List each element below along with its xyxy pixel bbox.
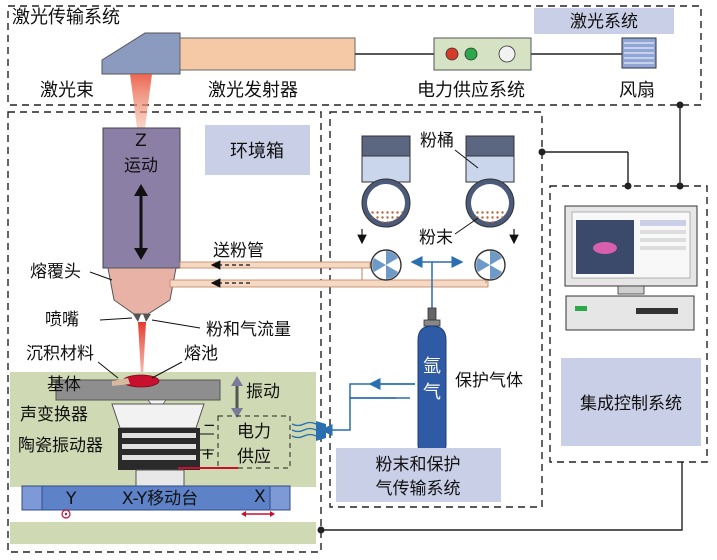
acoustic-transducer [111, 403, 205, 429]
junction-dot [676, 182, 684, 190]
fan-label: 风扇 [619, 80, 655, 101]
laser-head [101, 32, 181, 75]
power-box [217, 415, 291, 469]
acoustic-transducer-label: 声变换器 [20, 405, 88, 425]
focused-laser [138, 322, 146, 376]
environment-box-tag [205, 125, 310, 175]
junction-dot [317, 526, 325, 534]
z-motion-label: 运动 [124, 156, 158, 176]
minus-sign: − [203, 416, 216, 434]
deposited-material [112, 378, 130, 386]
argon-char-1: 氩 [423, 356, 441, 377]
leader-line [454, 149, 479, 169]
control-system-tag [561, 358, 701, 446]
laser-emitter-label: 激光发射器 [208, 80, 298, 101]
power-label-line2: 供应 [237, 447, 271, 467]
nozzle-left [133, 314, 141, 322]
junction-dot [538, 148, 546, 156]
y-axis-label: Y [65, 489, 77, 509]
leader-line [151, 319, 201, 329]
integrated-control-system-label: 集成控制系统 [580, 394, 682, 414]
powder-feed-tube-upper [179, 261, 371, 269]
environment-box-boundary [7, 111, 322, 553]
vibrator-base [135, 469, 185, 487]
power-label-line1: 电力 [237, 422, 271, 442]
powder-barrel-label: 粉桶 [420, 131, 454, 151]
ceramic-layer [122, 433, 196, 438]
laser-emitter [179, 37, 356, 71]
laser-system-label: 激光系统 [570, 12, 638, 32]
argon-cylinder [417, 307, 447, 452]
cladding-head [107, 267, 177, 315]
x-axis-label: X [254, 487, 266, 507]
powder-barrel-right [465, 135, 515, 228]
leader-line [454, 217, 479, 235]
powder-gas-system-label-1: 粉末和保护 [376, 455, 461, 475]
ceramic-layer [122, 444, 196, 449]
xy-stage-end-right [269, 485, 291, 511]
leader-line [151, 361, 183, 379]
laser-system-tag [534, 8, 674, 34]
base-floor [10, 522, 316, 544]
fan-icon [621, 37, 657, 69]
shielding-gas-label: 保护气体 [455, 371, 523, 391]
powder-gas-system-label-2: 气传输系统 [376, 479, 461, 499]
powder-feed-tube-lower [169, 279, 489, 288]
powder-gas-flow-label: 粉和气流量 [206, 320, 291, 340]
y-direction-icon [61, 509, 71, 519]
computer-icon [564, 205, 698, 331]
stage-control-link [321, 462, 683, 531]
power-supply-system-label: 电力供应系统 [417, 80, 525, 101]
deposited-material-label: 沉积材料 [26, 344, 94, 364]
junction-dot [676, 101, 684, 109]
xy-stage-end-left [21, 485, 43, 511]
vibration-label: 振动 [246, 382, 280, 402]
environment-box-label: 环境箱 [230, 141, 284, 162]
z-axis-label: Z [135, 131, 147, 151]
red-indicator-icon [445, 47, 459, 61]
x-direction-icon [241, 511, 275, 517]
powder-barrel-left [361, 135, 411, 228]
powder-label: 粉末 [419, 228, 453, 248]
gas-to-stage [320, 397, 410, 436]
xy-stage-label: X-Y移动台 [122, 489, 198, 509]
junction-dot [624, 182, 632, 190]
argon-char-2: 气 [423, 382, 441, 403]
leader-line [99, 317, 133, 321]
laser-transmission-system-label: 激光传输系统 [12, 7, 120, 28]
gas-link [349, 383, 415, 399]
green-indicator-icon [464, 47, 478, 61]
feed-wheel-left-icon [370, 249, 402, 281]
nozzle-label: 喷嘴 [45, 310, 79, 330]
substrate-label: 基体 [47, 375, 81, 395]
feed-wheel-right-icon [474, 249, 506, 281]
leader-line [89, 271, 113, 281]
powder-feed-tube-label: 送粉管 [213, 241, 264, 261]
cladding-head-label: 熔覆头 [30, 262, 81, 282]
nozzle-right [143, 314, 151, 322]
power-knob-icon [498, 45, 516, 63]
ceramic-layer [122, 455, 196, 460]
powder-gas-system-boundary [329, 111, 543, 508]
melt-pool-label: 熔池 [184, 344, 218, 364]
ceramic-vibrator-label: 陶瓷振动器 [18, 436, 103, 456]
powder-gas-system-tag [336, 448, 501, 502]
laser-beam [130, 74, 152, 128]
plus-sign: + [201, 444, 214, 463]
leader-line [97, 361, 119, 379]
double-arrow-icon [134, 184, 148, 260]
vibration-arrow-icon [231, 376, 243, 418]
laser-beam-label: 激光束 [40, 80, 94, 101]
